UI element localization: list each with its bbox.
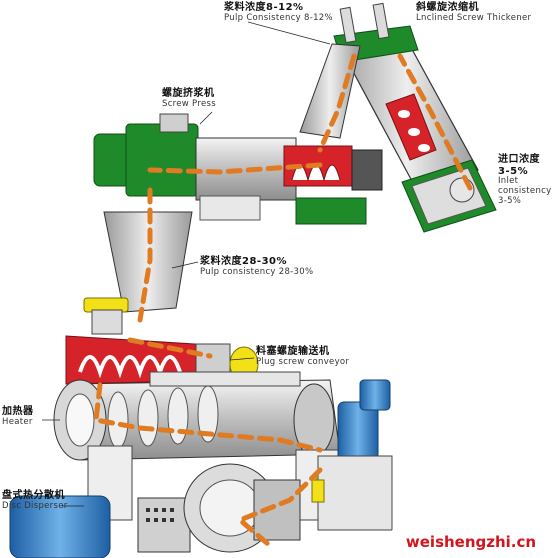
disperser-vents (146, 508, 174, 522)
disperser-housing (253, 479, 301, 541)
pulp-mid-en: Pulp consistency 28-30% (200, 266, 314, 277)
plug-screw-conveyor (65, 297, 259, 385)
flow-press (147, 162, 323, 175)
heater-screw (107, 385, 219, 449)
flow-heater (93, 382, 323, 453)
press-frame-base (199, 195, 261, 221)
disperser-motor (9, 495, 111, 558)
press-frame (295, 197, 367, 225)
heater-label: 加热器 Heater (2, 406, 34, 427)
disperser-zh: 盘式热分散机 (2, 490, 65, 501)
heater-bore (65, 393, 95, 447)
inlet-zh: 进口浓度 (498, 154, 540, 165)
flow-drop (137, 187, 153, 323)
disperser-en: Disc Disperser (2, 500, 68, 511)
inlet-en-3: 3-5% (498, 195, 522, 206)
thickener-shaft-right (372, 2, 390, 40)
flow-disperser (235, 467, 323, 547)
disperser-label: 盘式热分散机 Disc Disperser (2, 490, 68, 511)
flow-plug (127, 337, 213, 359)
screw-press-zh: 螺旋挤浆机 (162, 88, 215, 99)
thickener-shaft-left (339, 6, 357, 44)
screw-press-label: 螺旋挤浆机 Screw Press (162, 88, 216, 109)
thickener-zh: 斜螺旋浓缩机 (416, 2, 479, 13)
inlet-en-2: consistency (498, 185, 552, 196)
drive-frame (317, 455, 393, 531)
screw-press (93, 113, 383, 225)
screen-hole (398, 110, 410, 118)
pulp-mid-zh: 浆料浓度28-30% (200, 256, 288, 267)
heater-top-rib (149, 371, 301, 387)
thickener-label: 斜螺旋浓缩机 Lnclined Screw Thickener (416, 2, 531, 23)
screen-hole (418, 144, 430, 152)
flow-chute (317, 53, 357, 153)
drive-motor-top (359, 379, 391, 411)
plug-screw-zh: 料塞螺旋输送机 (256, 346, 330, 357)
pulp-top-en: Pulp Consistency 8-12% (224, 12, 333, 23)
heater-zh: 加热器 (2, 406, 34, 417)
plug-screw-label: 料塞螺旋输送机 Plug screw conveyor (256, 346, 349, 367)
press-top-fitting (159, 113, 189, 133)
thickener-screen-window (385, 93, 437, 161)
leader-lines (42, 21, 331, 507)
press-discharge-end (351, 149, 383, 191)
heater-en: Heater (2, 416, 33, 427)
disperser-yellow-lug (311, 479, 325, 503)
watermark: weishengzhi.cn (392, 530, 550, 554)
flow-thickener (397, 53, 473, 191)
screw-press-en: Screw Press (162, 98, 216, 109)
inclined-screw-thickener (333, 2, 497, 233)
thickener-en: Lnclined Screw Thickener (416, 12, 532, 23)
pulp-mid-label: 浆料浓度28-30% Pulp consistency 28-30% (200, 256, 313, 277)
plug-screw-flights (78, 355, 182, 379)
disc-disperser (9, 463, 325, 558)
heater-drive (315, 379, 393, 531)
plug-screw-en: Plug screw conveyor (256, 356, 350, 367)
press-gearbox (125, 123, 199, 197)
pulp-top-zh: 浆料浓度8-12% (224, 2, 304, 13)
plug-inlet-neck (91, 309, 123, 335)
inlet-label: 进口浓度 3-5% Inlet consistency 3-5% (498, 154, 551, 206)
screen-hole (408, 128, 420, 136)
pulp-top-label: 浆料浓度8-12% Pulp Consistency 8-12% (224, 2, 333, 23)
inlet-zh-value: 3-5% (498, 165, 529, 177)
flow-path (93, 53, 473, 547)
disperser-control-box (137, 497, 191, 553)
inlet-en-1: Inlet (498, 176, 519, 186)
